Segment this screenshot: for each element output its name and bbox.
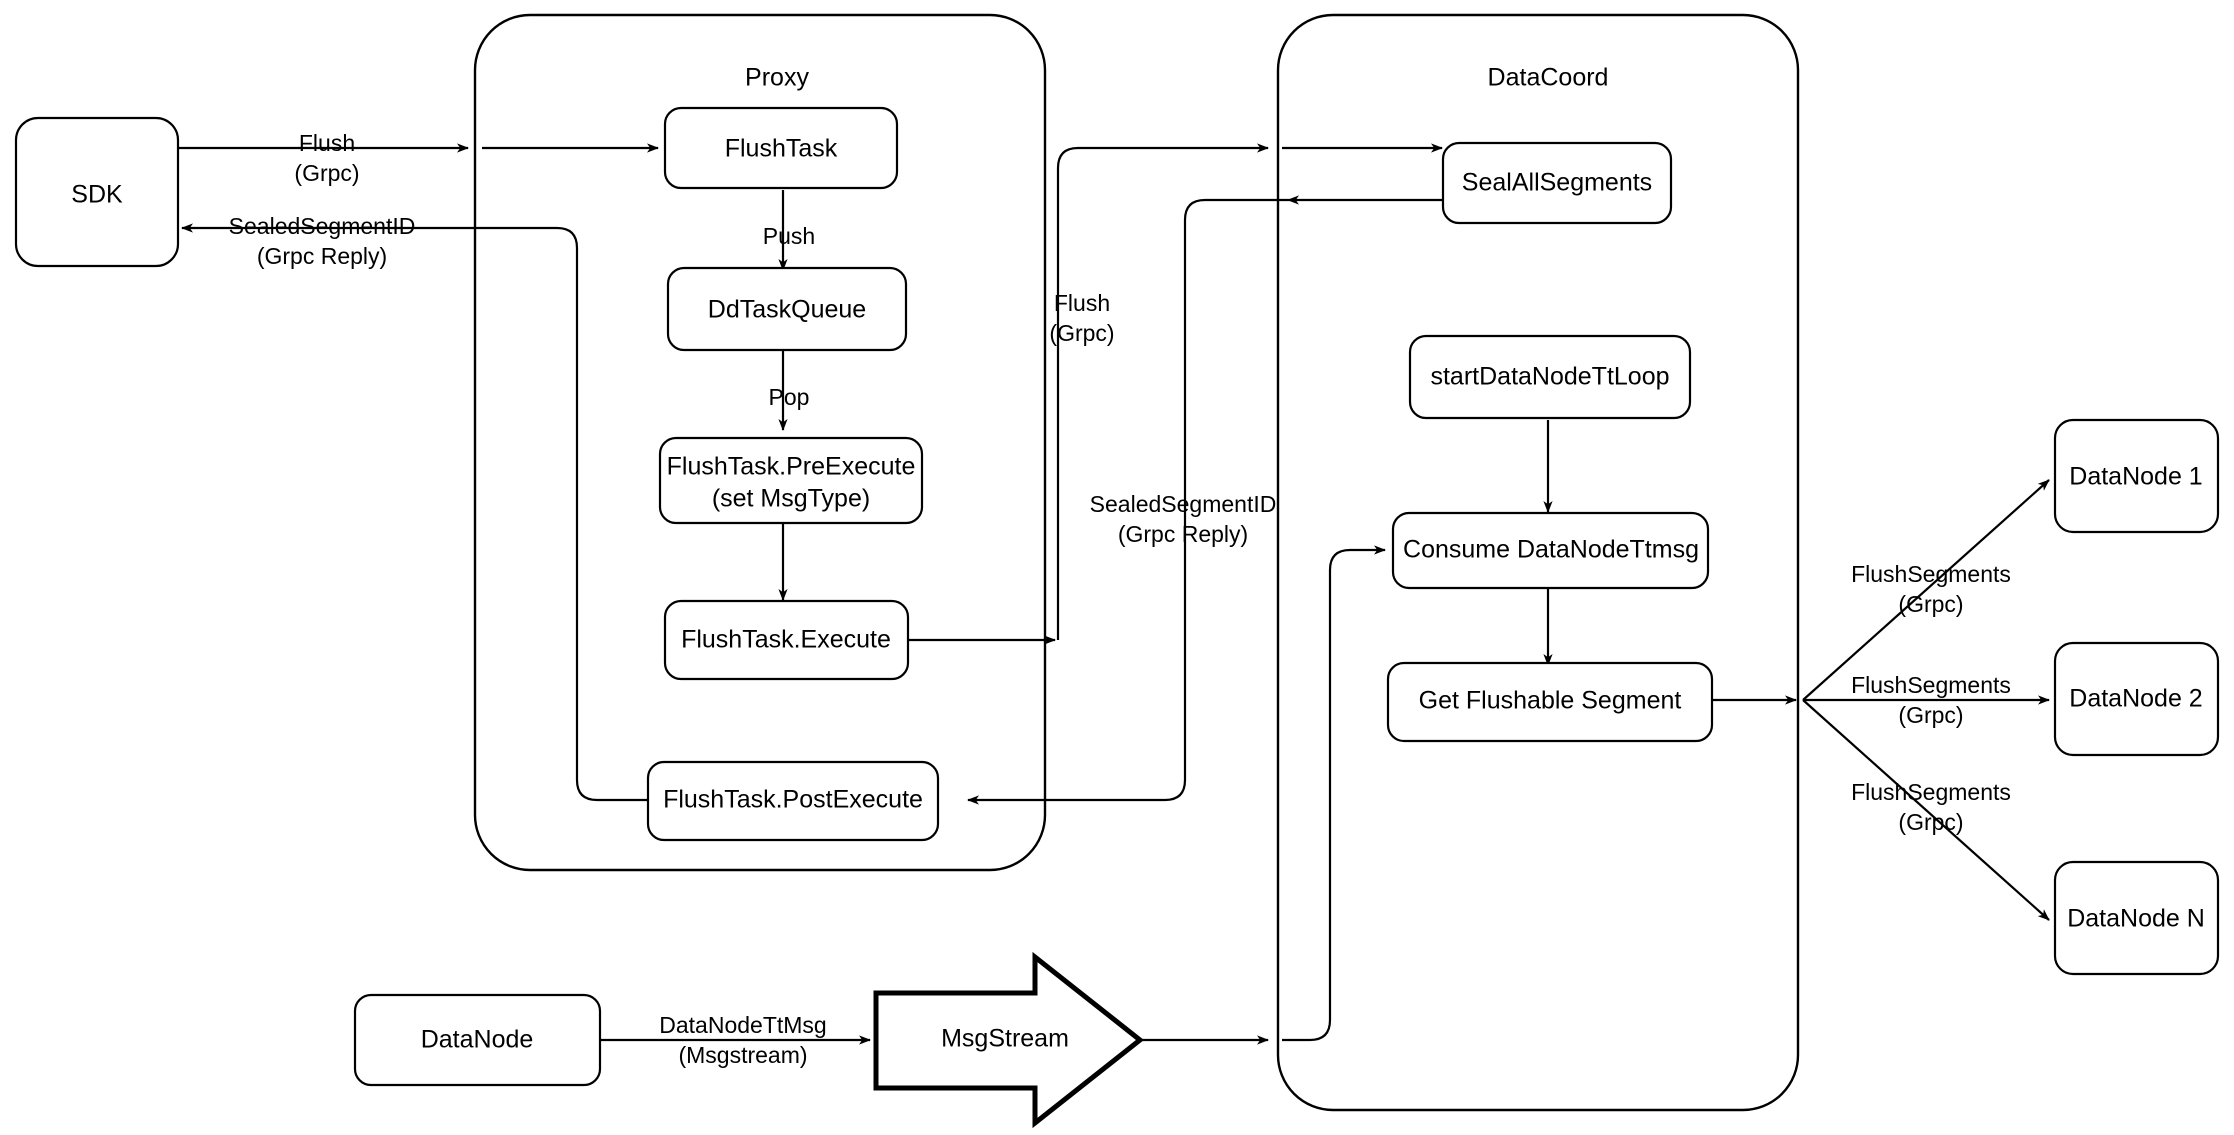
ddtaskqueue-box[interactable] <box>666 266 908 352</box>
label-flush-segments-2: FlushSegments (Grpc) <box>1851 672 2011 728</box>
preexecute-label-line1: FlushTask.PreExecute <box>667 453 916 481</box>
label-coord-to-proxy: SealedSegmentID (Grpc Reply) <box>1090 491 1277 547</box>
sealallsegments-label: SealAllSegments <box>1462 169 1652 197</box>
label-datanode-tt-msg: DataNodeTtMsg (Msgstream) <box>659 1012 826 1068</box>
node-flush-task[interactable]: FlushTask <box>663 106 899 190</box>
node-flushtask-postexecute[interactable]: FlushTask.PostExecute <box>646 760 940 842</box>
edge-fanout-to-datanode-1 <box>1802 479 2050 701</box>
msgstream-label: MsgStream <box>941 1025 1069 1053</box>
node-sdk[interactable]: SDK <box>14 116 180 268</box>
startdatanodettloop-box[interactable] <box>1408 334 1692 420</box>
edge-fanout-to-datanode-n <box>1802 699 2050 921</box>
pop-label: Pop <box>769 384 810 410</box>
msgstream-arrow-shape[interactable] <box>873 951 1145 1129</box>
postexecute-label: FlushTask.PostExecute <box>663 786 923 814</box>
proxy-container-outline <box>473 13 1047 872</box>
datanode-1-label: DataNode 1 <box>2069 463 2202 491</box>
datanode-source-label: DataNode <box>421 1026 534 1054</box>
ddtaskqueue-label: DdTaskQueue <box>708 296 866 324</box>
startdatanodettloop-label: startDataNodeTtLoop <box>1430 363 1669 391</box>
node-dd-task-queue[interactable]: DdTaskQueue <box>666 266 908 352</box>
node-start-datanode-tt-loop[interactable]: startDataNodeTtLoop <box>1408 334 1692 420</box>
consumedatanodettmsg-label: Consume DataNodeTtmsg <box>1403 536 1699 564</box>
container-datacoord: DataCoord <box>1276 13 1800 1112</box>
sealedsegmentid-label-line1: SealedSegmentID <box>229 213 416 239</box>
coord-sealedsegmentid-label-line1: SealedSegmentID <box>1090 491 1277 517</box>
node-datanode-n[interactable]: DataNode N <box>2053 860 2220 976</box>
flushsegments-1-label-line1: FlushSegments <box>1851 561 2011 587</box>
label-proxy-to-coord: Flush (Grpc) <box>1049 290 1114 346</box>
flushtask-label: FlushTask <box>725 135 838 163</box>
datanode-n-box[interactable] <box>2053 860 2220 976</box>
node-consume-datanode-ttmsg[interactable]: Consume DataNodeTtmsg <box>1391 511 1710 590</box>
proxy-container-label: Proxy <box>745 64 809 92</box>
proxy-flush-grpc-label-line2: (Grpc) <box>1049 320 1114 346</box>
node-seal-all-segments[interactable]: SealAllSegments <box>1441 141 1673 225</box>
flushsegments-n-label-line1: FlushSegments <box>1851 779 2011 805</box>
proxy-flush-grpc-label-line1: Flush <box>1054 290 1110 316</box>
node-flushtask-execute[interactable]: FlushTask.Execute <box>663 599 910 681</box>
sealedsegmentid-label-line2: (Grpc Reply) <box>257 243 387 269</box>
flushsegments-n-label-line2: (Grpc) <box>1898 809 1963 835</box>
edge-datacoord-border-to-consume <box>1282 545 1386 1042</box>
datanode-n-label: DataNode N <box>2067 905 2205 933</box>
edge-postexecute-to-reply <box>490 226 648 802</box>
label-proxy-to-sdk: SealedSegmentID (Grpc Reply) <box>229 213 416 269</box>
flush-grpc-label-line1: Flush <box>299 130 355 156</box>
label-flush-segments-n: FlushSegments (Grpc) <box>1851 779 2011 835</box>
sdk-box[interactable] <box>14 116 180 268</box>
flushsegments-1-label-line2: (Grpc) <box>1898 591 1963 617</box>
coord-sealedsegmentid-label-line2: (Grpc Reply) <box>1118 521 1248 547</box>
preexecute-label-line2: (set MsgType) <box>712 485 870 513</box>
sealallsegments-box[interactable] <box>1441 141 1673 225</box>
label-flush-segments-1: FlushSegments (Grpc) <box>1851 561 2011 617</box>
consumedatanodettmsg-box[interactable] <box>1391 511 1710 590</box>
node-msgstream[interactable]: MsgStream <box>873 951 1145 1129</box>
sdk-label: SDK <box>71 181 123 209</box>
preexecute-box[interactable] <box>658 436 924 525</box>
getflushablesegment-label: Get Flushable Segment <box>1419 687 1682 715</box>
datacoord-container-label: DataCoord <box>1488 64 1609 92</box>
node-datanode-1[interactable]: DataNode 1 <box>2053 418 2220 534</box>
flushsegments-2-label-line2: (Grpc) <box>1898 702 1963 728</box>
node-datanode-2[interactable]: DataNode 2 <box>2053 641 2220 757</box>
push-label: Push <box>763 223 815 249</box>
node-datanode-source[interactable]: DataNode <box>353 993 602 1087</box>
edge-proxy-flush-to-datacoord <box>1056 143 1269 640</box>
execute-label: FlushTask.Execute <box>681 626 891 654</box>
node-flushtask-preexecute[interactable]: FlushTask.PreExecute (set MsgType) <box>658 436 924 525</box>
datacoord-container-outline <box>1276 13 1800 1112</box>
datanodettmsg-label-line1: DataNodeTtMsg <box>659 1012 826 1038</box>
flushtask-box[interactable] <box>663 106 899 190</box>
container-proxy: Proxy <box>473 13 1047 872</box>
edge-datacoord-reply-to-postexecute <box>967 198 1288 805</box>
flushsegments-2-label-line1: FlushSegments <box>1851 672 2011 698</box>
execute-box[interactable] <box>663 599 910 681</box>
postexecute-box[interactable] <box>646 760 940 842</box>
flush-grpc-label-line2: (Grpc) <box>294 160 359 186</box>
label-sdk-to-proxy: Flush (Grpc) <box>294 130 359 186</box>
datanode-source-box[interactable] <box>353 993 602 1087</box>
datanode-2-box[interactable] <box>2053 641 2220 757</box>
getflushablesegment-box[interactable] <box>1386 661 1714 743</box>
node-get-flushable-segment[interactable]: Get Flushable Segment <box>1386 661 1714 743</box>
datanode-2-label: DataNode 2 <box>2069 685 2202 713</box>
datanodettmsg-label-line2: (Msgstream) <box>678 1042 807 1068</box>
datanode-1-box[interactable] <box>2053 418 2220 534</box>
